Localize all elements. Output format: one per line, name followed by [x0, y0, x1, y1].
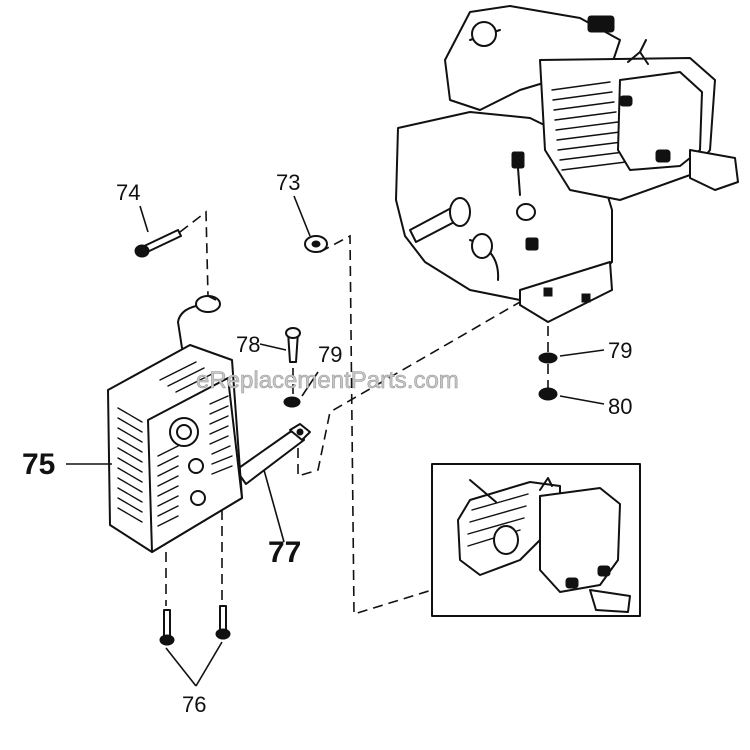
washer-79-left: [283, 396, 301, 408]
callout-74: 74: [116, 180, 140, 205]
nut-73: [304, 235, 328, 253]
callout-79-left: 79: [318, 342, 342, 367]
callout-79-right: 79: [608, 338, 632, 363]
callout-80: 80: [608, 394, 632, 419]
detail-inset: [431, 463, 641, 617]
bolt-78: [285, 327, 301, 363]
leader-lines: [66, 195, 605, 687]
callout-labels: 73 74 75 76 77 78 79 79 80: [22, 170, 632, 717]
assembly-lines: [165, 210, 549, 616]
callout-77: 77: [268, 536, 301, 569]
callout-75: 75: [22, 448, 55, 481]
muffler-bracket-part: [235, 423, 311, 485]
watermark-text: eReplacementParts.com: [196, 367, 459, 394]
engine-illustration: [395, 5, 739, 323]
muffler-part: [107, 295, 243, 553]
callout-78: 78: [236, 332, 260, 357]
washer-79-right: [538, 352, 558, 364]
screw-76-left: [159, 609, 175, 646]
callout-76: 76: [182, 692, 206, 717]
bolt-74: [134, 229, 182, 258]
nut-80: [538, 387, 558, 401]
callout-73: 73: [276, 170, 300, 195]
screw-76-right: [215, 605, 231, 640]
